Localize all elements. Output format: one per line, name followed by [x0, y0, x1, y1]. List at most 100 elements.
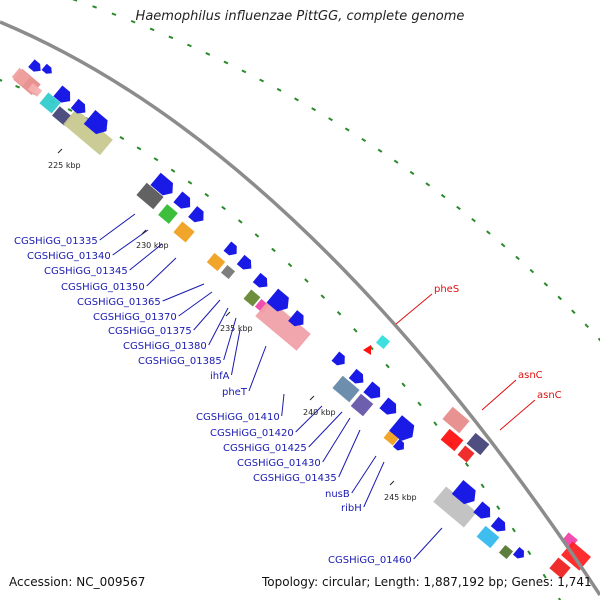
gene-label: pheS	[434, 284, 459, 295]
tick-label: 230 kbp	[136, 241, 169, 250]
tick-mark	[409, 170, 415, 176]
gene-arrow	[70, 98, 86, 114]
gene-label: CGSHiGG_01410	[196, 412, 280, 423]
map-title: Haemophilus influenzae PittGG, complete …	[135, 9, 465, 24]
tick-mark	[187, 180, 193, 185]
gene-arrow	[363, 345, 371, 355]
tick-mark	[149, 27, 155, 32]
tick-mark	[67, 108, 73, 112]
label-leader	[208, 307, 229, 346]
label-leader	[481, 379, 517, 411]
tick-mark	[496, 505, 501, 511]
tick-label: 245 kbp	[384, 493, 417, 502]
gene-block	[549, 557, 571, 579]
tick-mark	[15, 84, 21, 89]
tick-mark	[557, 295, 562, 301]
gene-arrow	[392, 438, 404, 451]
gene-label: CGSHiGG_01430	[237, 458, 321, 469]
tick-mark	[417, 401, 422, 407]
label-leader	[223, 317, 237, 361]
tick-mark	[361, 137, 367, 143]
tick-mark	[425, 182, 431, 187]
gene-label: CGSHiGG_01340	[27, 251, 111, 262]
tick-mark	[344, 127, 350, 132]
tick-mark	[542, 573, 547, 579]
gene-block	[442, 406, 470, 434]
tick-mark	[401, 382, 406, 388]
gene-labels: CGSHiGG_01335CGSHiGG_01340CGSHiGG_01345C…	[14, 236, 562, 566]
gene-label: CGSHiGG_01335	[14, 236, 98, 247]
tick-label: 240 kbp	[303, 408, 336, 417]
tick-mark	[464, 462, 470, 467]
gene-arrow	[490, 516, 506, 532]
gene-block	[158, 204, 178, 224]
label-leader-lines	[99, 213, 536, 560]
tick-mark	[187, 43, 192, 48]
tick-mark	[136, 146, 142, 151]
tick-mark	[287, 262, 293, 268]
gene-arrow	[252, 272, 268, 288]
genome-stats-text: Topology: circular; Length: 1,887,192 bp…	[262, 575, 592, 589]
gene-block	[332, 375, 360, 403]
label-leader	[281, 393, 285, 417]
tick-line	[309, 395, 315, 401]
gene-arrow	[236, 254, 252, 270]
gene-label: CGSHiGG_01345	[44, 266, 128, 277]
tick-line	[389, 480, 395, 486]
gene-arrow	[83, 110, 108, 135]
gene-block	[457, 445, 475, 463]
gene-label: CGSHiGG_01435	[253, 473, 337, 484]
gene-block	[220, 264, 236, 280]
gene-arrow	[451, 480, 476, 505]
tick-mark	[205, 52, 211, 56]
tick-mark	[500, 242, 506, 248]
tick-label: 225 kbp	[48, 161, 81, 170]
gene-arrow	[28, 59, 41, 72]
label-leader	[351, 455, 377, 494]
gene-arrow	[331, 351, 345, 366]
label-leader	[413, 527, 443, 560]
gene-arrow	[173, 191, 191, 209]
tick-mark	[456, 205, 461, 211]
gene-block	[39, 92, 61, 114]
gene-block	[433, 486, 477, 528]
tick-mark	[72, 0, 78, 2]
tick-mark	[597, 337, 600, 342]
tick-mark	[119, 136, 125, 140]
label-leader	[363, 461, 385, 508]
gene-block	[63, 108, 113, 156]
gene-label: CGSHiGG_01425	[223, 443, 307, 454]
label-leader	[129, 243, 163, 271]
tick-mark	[529, 268, 535, 274]
gene-features	[11, 59, 591, 579]
gene-label: CGSHiGG_01350	[61, 282, 145, 293]
outer-tick-track	[72, 0, 600, 342]
gene-block	[498, 544, 514, 560]
tick-mark	[557, 597, 562, 600]
gene-label: CGSHiGG_01460	[328, 555, 412, 566]
tick-mark	[241, 69, 247, 74]
tick-mark	[471, 217, 476, 223]
gene-label: CGSHiGG_01420	[210, 428, 294, 439]
tick-mark	[259, 78, 265, 83]
tick-mark	[440, 193, 446, 199]
tick-mark	[515, 255, 520, 261]
accession-text: Accession: NC_009567	[9, 575, 146, 589]
gene-label: asnC	[537, 390, 562, 401]
gene-block	[136, 182, 164, 210]
gene-arrow	[379, 397, 397, 415]
gene-label: ribH	[341, 503, 362, 514]
tick-mark	[276, 87, 282, 92]
gene-arrow	[288, 310, 304, 327]
gene-arrow	[363, 381, 381, 399]
gene-label: pheT	[222, 387, 248, 398]
tick-mark	[0, 78, 3, 82]
tick-mark	[304, 278, 309, 283]
label-leader	[99, 213, 136, 241]
tick-mark	[353, 328, 358, 333]
tick-mark	[170, 168, 176, 173]
gene-block	[243, 289, 261, 307]
gene-arrow	[266, 288, 289, 312]
inner-tick-track	[0, 78, 562, 600]
